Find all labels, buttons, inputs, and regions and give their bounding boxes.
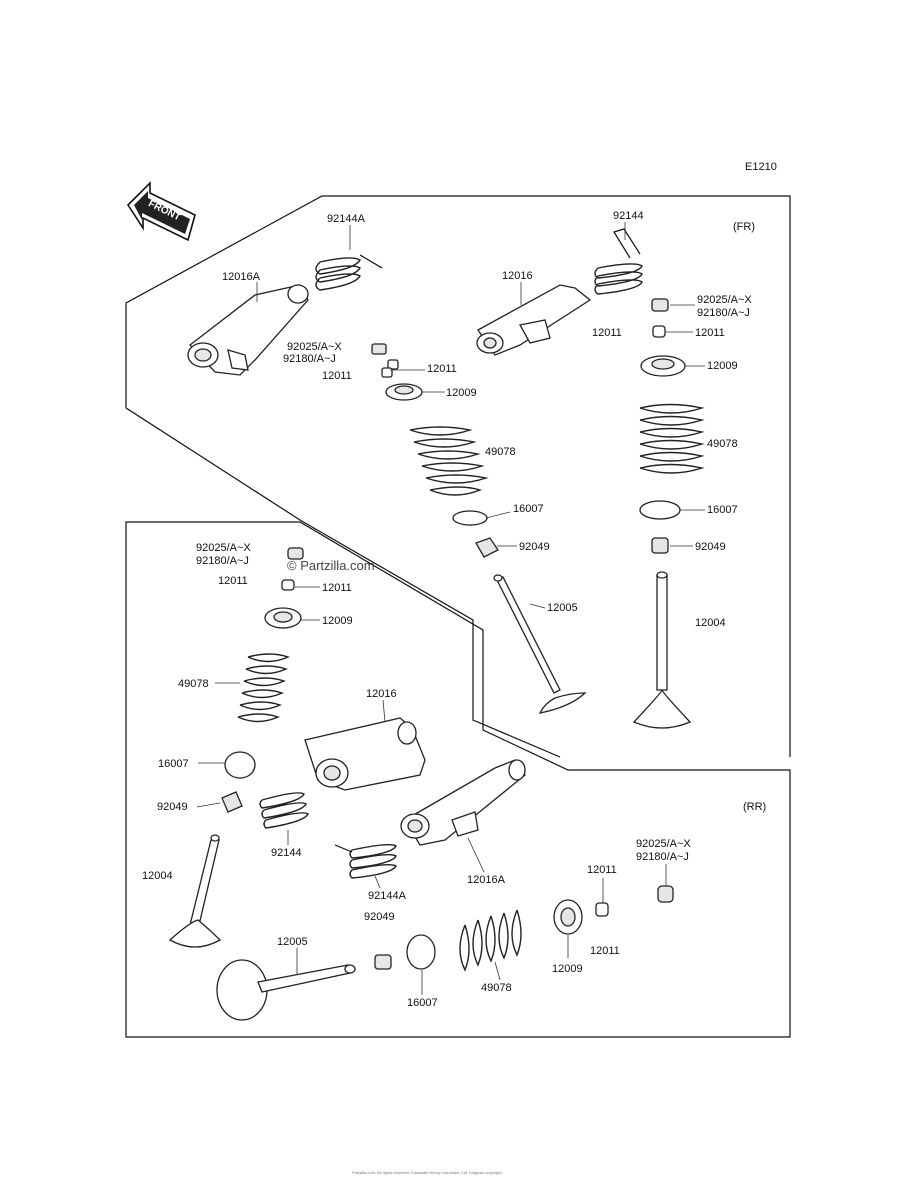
shim-92025-rr-left	[287, 547, 304, 560]
valve-12005-rr-exhaust	[216, 959, 356, 1021]
retainer-12009-fr-right	[640, 355, 686, 377]
label-rr-92025-bottom: 92025/A~X	[636, 838, 691, 850]
section-rr-label: (RR)	[743, 801, 766, 813]
label-rr-92180-left: 92180/A~J	[196, 555, 249, 567]
retainer-12009-rr-left	[264, 607, 302, 629]
label-rr-12009-left: 12009	[322, 615, 353, 627]
front-arrow-icon: FRONT	[126, 181, 196, 242]
label-fr-12011-right-a: 12011	[592, 327, 622, 339]
valve-spring-49078-fr-left	[409, 426, 489, 496]
retainer-12009-rr-bottom	[553, 899, 583, 935]
label-rr-16007-bottom: 16007	[407, 997, 438, 1009]
cotter-12011-fr-left-b	[381, 367, 393, 378]
label-fr-49078-right: 49078	[707, 438, 738, 450]
label-rr-12011-bottom-b: 12011	[590, 945, 620, 957]
rocker-arm-12016-rr	[304, 717, 426, 791]
label-fr-92180-left: 92180/A~J	[283, 353, 336, 365]
cotter-12011-rr-left	[281, 579, 295, 591]
label-fr-92025-left: 92025/A~X	[287, 341, 342, 353]
seal-92049-fr-right	[651, 537, 669, 554]
washer-16007-fr-left	[452, 510, 488, 526]
washer-16007-rr-left	[224, 751, 256, 779]
label-rr-16007-left: 16007	[158, 758, 189, 770]
fr-frame	[125, 195, 791, 757]
label-rr-12011-left-b: 12011	[322, 582, 352, 594]
cotter-12011-rr-bottom	[595, 902, 609, 917]
label-fr-12009-left: 12009	[446, 387, 477, 399]
copyright-footer: Partzilla.com. All rights reserved. Kawa…	[352, 1170, 503, 1175]
washer-16007-rr-bottom	[406, 934, 436, 970]
rocker-arm-12016a-rr	[400, 759, 526, 846]
diagram-code: E1210	[745, 161, 777, 173]
label-rr-12016a: 12016A	[467, 874, 506, 886]
label-fr-16007-left: 16007	[513, 503, 544, 515]
section-frame-lines	[125, 195, 791, 1038]
shim-92025-rr-bottom	[657, 885, 674, 903]
label-fr-92144: 92144	[613, 210, 644, 222]
section-fr-label: (FR)	[733, 221, 755, 233]
valve-spring-49078-fr-right	[639, 403, 705, 474]
label-fr-12011-left-a: 12011	[427, 363, 457, 375]
label-rr-12011-bottom-a: 12011	[587, 864, 617, 876]
seal-92049-fr-left	[475, 537, 499, 558]
label-rr-49078-bottom: 49078	[481, 982, 512, 994]
label-rr-12004: 12004	[142, 870, 173, 882]
valve-spring-49078-rr-left	[237, 653, 290, 723]
valve-12004-fr-intake	[632, 571, 692, 729]
label-rr-12005: 12005	[277, 936, 308, 948]
rr-frame	[125, 521, 791, 1038]
label-rr-92049-left: 92049	[157, 801, 188, 813]
label-rr-92180-bottom: 92180/A~J	[636, 851, 689, 863]
label-fr-12011-left-b: 12011	[322, 370, 352, 382]
label-fr-92049-left: 92049	[519, 541, 550, 553]
label-rr-49078-left: 49078	[178, 678, 209, 690]
label-fr-92049-right: 92049	[695, 541, 726, 553]
label-rr-92144a: 92144A	[368, 890, 407, 902]
label-fr-12011-right-b: 12011	[695, 327, 725, 339]
label-fr-12016: 12016	[502, 270, 533, 282]
spring-92144a-fr	[315, 254, 383, 291]
seal-92049-rr-bottom	[374, 954, 392, 970]
label-fr-12009-right: 12009	[707, 360, 738, 372]
cotter-12011-fr-right	[652, 325, 666, 338]
rocker-arm-12016-fr	[476, 284, 592, 356]
label-fr-12005: 12005	[547, 602, 578, 614]
label-rr-12016: 12016	[366, 688, 397, 700]
label-fr-16007-right: 16007	[707, 504, 738, 516]
spring-92144-rr	[259, 792, 309, 829]
seal-92049-rr-left	[221, 791, 243, 813]
label-fr-12004: 12004	[695, 617, 726, 629]
label-rr-12011-left-a: 12011	[218, 575, 248, 587]
label-fr-49078-left: 49078	[485, 446, 516, 458]
fr-frame-lower	[125, 407, 561, 758]
label-rr-12009-bottom: 12009	[552, 963, 583, 975]
label-fr-92144a: 92144A	[327, 213, 366, 225]
label-rr-92049-bottom: 92049	[364, 911, 395, 923]
retainer-12009-fr-left	[385, 383, 423, 401]
watermark: © Partzilla.com	[287, 558, 375, 573]
shim-92025-fr-left	[371, 343, 387, 355]
washer-16007-fr-right	[639, 500, 681, 520]
label-fr-92180-right: 92180/A~J	[697, 307, 750, 319]
spring-92144-fr	[594, 228, 643, 295]
label-fr-12016a: 12016A	[222, 271, 261, 283]
spring-92144a-rr	[334, 843, 397, 879]
valve-12005-fr-exhaust	[493, 574, 587, 714]
label-rr-92025-left: 92025/A~X	[196, 542, 251, 554]
leader-lines	[196, 222, 705, 995]
valve-spring-49078-rr-bottom	[459, 909, 522, 972]
label-fr-92025-right: 92025/A~X	[697, 294, 752, 306]
cotter-12011-fr-left-a	[387, 359, 399, 370]
rocker-arm-12016a-fr	[187, 284, 309, 376]
valve-12004-rr-intake	[168, 834, 222, 948]
shim-92025-fr-right	[651, 298, 669, 312]
label-rr-92144: 92144	[271, 847, 302, 859]
